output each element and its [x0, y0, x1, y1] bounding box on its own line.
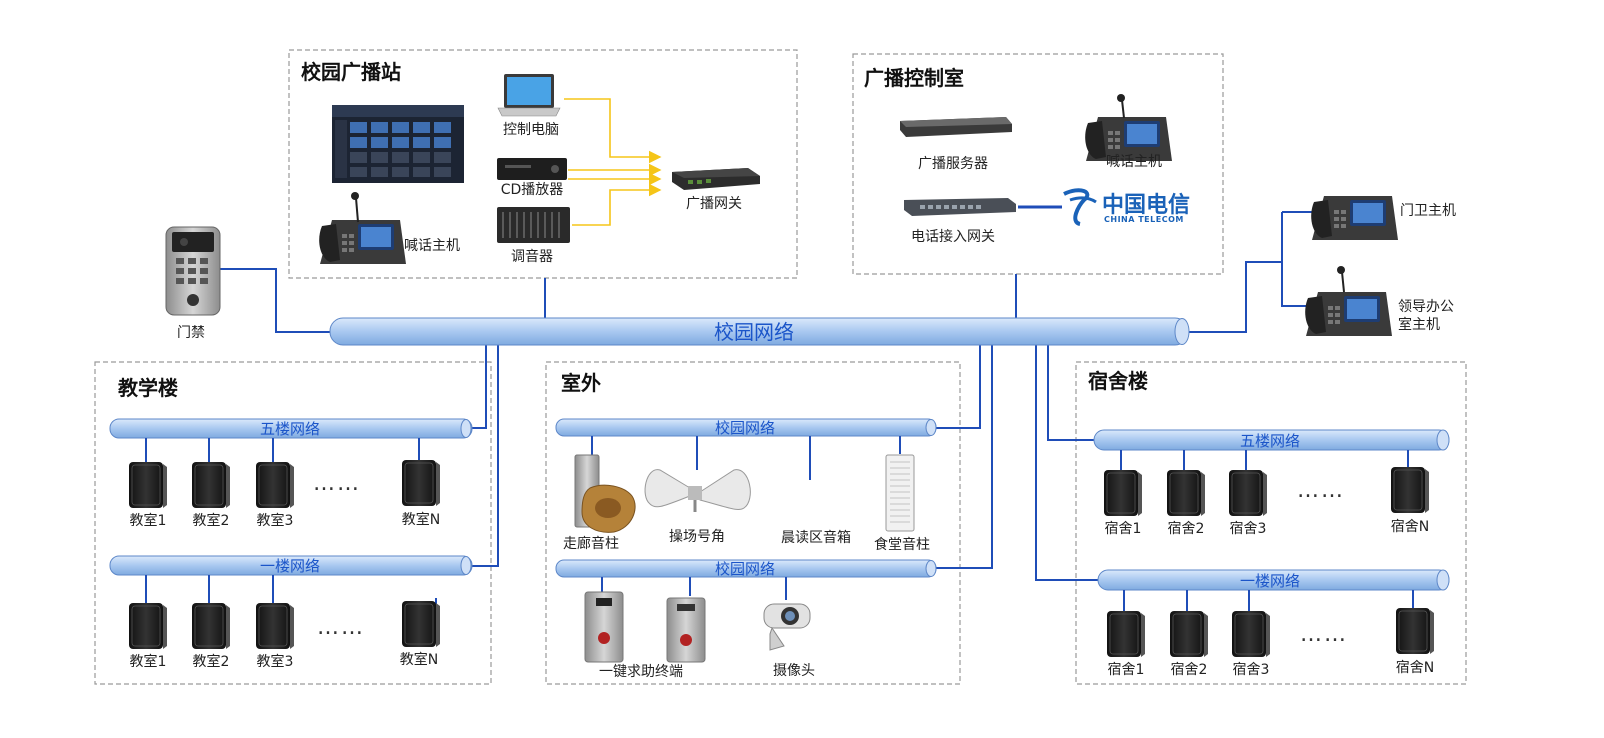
- teaching-bus5-drops: [145, 438, 420, 462]
- control-talkback-host-icon: [1085, 94, 1172, 161]
- broadcast-server-icon: [900, 117, 1012, 137]
- campus-network-backbone: 校园网络: [329, 317, 1190, 346]
- dorm-box: [1075, 361, 1467, 685]
- teaching-bus5-label: 五楼网络: [260, 420, 320, 438]
- outdoor-bus-b: 校园网络: [555, 559, 937, 578]
- dorm-room1-label: 宿舍N: [1396, 659, 1434, 676]
- canteen-label: 食堂音柱: [874, 536, 930, 553]
- station-cd-label: CD播放器: [501, 182, 564, 198]
- dorm-bus5: 五楼网络: [1093, 429, 1450, 451]
- china-telecom-logo: 中国电信 CHINA TELECOM: [1063, 188, 1190, 226]
- dorm-bus1: 一楼网络: [1097, 569, 1450, 591]
- access-control-panel-icon: [165, 226, 221, 316]
- teaching-floor5-speakers: [128, 459, 441, 509]
- station-pc-label: 控制电脑: [503, 122, 559, 138]
- teaching-room1-label: 教室2: [193, 653, 230, 670]
- teaching-box: [94, 361, 492, 685]
- guard-host-icon: [1311, 196, 1398, 240]
- teaching-bus1: 一楼网络: [109, 555, 473, 576]
- outdoor-bus-b-label: 校园网络: [715, 560, 775, 578]
- teaching-room5-label: 教室N: [402, 511, 440, 528]
- camera-icon: [763, 603, 811, 651]
- station-talkback-label: 喊话主机: [404, 238, 460, 254]
- column-speaker-icon: [885, 454, 915, 532]
- teaching-floor1-speakers: [128, 600, 441, 650]
- dorm-room1-label: 宿舍1: [1108, 661, 1145, 678]
- teaching-room5-label: 教室2: [193, 512, 230, 529]
- sos-terminal-icon: [584, 591, 706, 663]
- leader-host-label-line2: 室主机: [1398, 316, 1440, 333]
- dorm-bus1-drops: [1123, 590, 1414, 612]
- outdoor-bus-b-drops: [601, 577, 787, 600]
- network-links: [220, 205, 1318, 581]
- teaching-room1-label: 教室N: [400, 651, 438, 668]
- dorm-bus5-drops: [1120, 450, 1409, 472]
- control-software-screen-icon: [332, 105, 464, 183]
- phone-gateway-label: 电话接入网关: [911, 228, 995, 245]
- teaching-floor5-ellipsis: ……: [313, 471, 361, 496]
- leader-host-label-line1: 领导办公: [1398, 299, 1454, 315]
- dorm-room5-label: 宿舍N: [1391, 518, 1429, 535]
- broadcast-gateway-icon: [672, 168, 760, 190]
- corridor-label: 走廊音柱: [563, 535, 619, 552]
- teaching-title: 教学楼: [118, 376, 178, 400]
- horn-speaker-icon: [644, 469, 751, 512]
- outdoor-bus-a: 校园网络: [555, 418, 937, 437]
- dorm-floor1-ellipsis: ……: [1300, 622, 1348, 647]
- station-mixer-label: 调音器: [511, 248, 553, 265]
- teaching-floor1-ellipsis: ……: [317, 615, 365, 640]
- leader-host-icon: [1305, 266, 1392, 336]
- laptop-icon: [497, 74, 561, 117]
- access-label: 门禁: [177, 325, 205, 341]
- control-talkback-label: 喊话主机: [1106, 154, 1162, 170]
- sos-label: 一键求助终端: [599, 664, 683, 680]
- teaching-bus1-label: 一楼网络: [260, 557, 320, 575]
- station-gateway-label: 广播网关: [686, 196, 742, 212]
- teaching-room1-label: 教室3: [257, 653, 294, 670]
- dorm-floor1-speakers: [1106, 607, 1435, 658]
- dorm-bus1-label: 一楼网络: [1240, 572, 1300, 590]
- control-room-title: 广播控制室: [864, 66, 964, 90]
- station-title: 校园广播站: [301, 60, 401, 84]
- teaching-room5-label: 教室3: [257, 512, 294, 529]
- teaching-room1-label: 教室1: [130, 653, 167, 670]
- dorm-room1-label: 宿舍3: [1233, 661, 1270, 678]
- dorm-room5-label: 宿舍2: [1168, 520, 1205, 537]
- horn-label: 操场号角: [669, 529, 725, 545]
- dorm-room5-label: 宿舍1: [1105, 520, 1142, 537]
- camera-label: 摄像头: [773, 663, 815, 679]
- guard-host-label: 门卫主机: [1400, 203, 1456, 219]
- control-room-box: [852, 53, 1224, 275]
- outdoor-title: 室外: [561, 371, 601, 395]
- outdoor-bus-a-label: 校园网络: [715, 419, 775, 437]
- dorm-floor5-ellipsis: ……: [1297, 478, 1345, 503]
- dorm-title: 宿舍楼: [1088, 369, 1148, 393]
- station-talkback-host-icon: [319, 192, 406, 264]
- cd-player-icon: [497, 158, 567, 180]
- dorm-floor5-speakers: [1103, 466, 1430, 517]
- control-server-label: 广播服务器: [918, 156, 988, 172]
- station-audio-arrows: [564, 98, 662, 226]
- reading-label: 晨读区音箱: [781, 529, 851, 546]
- mixer-icon: [497, 207, 570, 243]
- teaching-bus5: 五楼网络: [109, 418, 473, 439]
- teaching-room5-label: 教室1: [130, 512, 167, 529]
- backbone-label: 校园网络: [714, 320, 794, 344]
- phone-gateway-icon: [904, 198, 1016, 216]
- outdoor-bus-a-drops: [591, 436, 901, 480]
- svg-text:CHINA TELECOM: CHINA TELECOM: [1104, 215, 1184, 224]
- dorm-bus5-label: 五楼网络: [1240, 432, 1300, 450]
- svg-text:中国电信: 中国电信: [1102, 192, 1190, 218]
- dorm-room1-label: 宿舍2: [1171, 661, 1208, 678]
- corridor-speaker-icon: [574, 454, 636, 533]
- dorm-room5-label: 宿舍3: [1230, 520, 1267, 537]
